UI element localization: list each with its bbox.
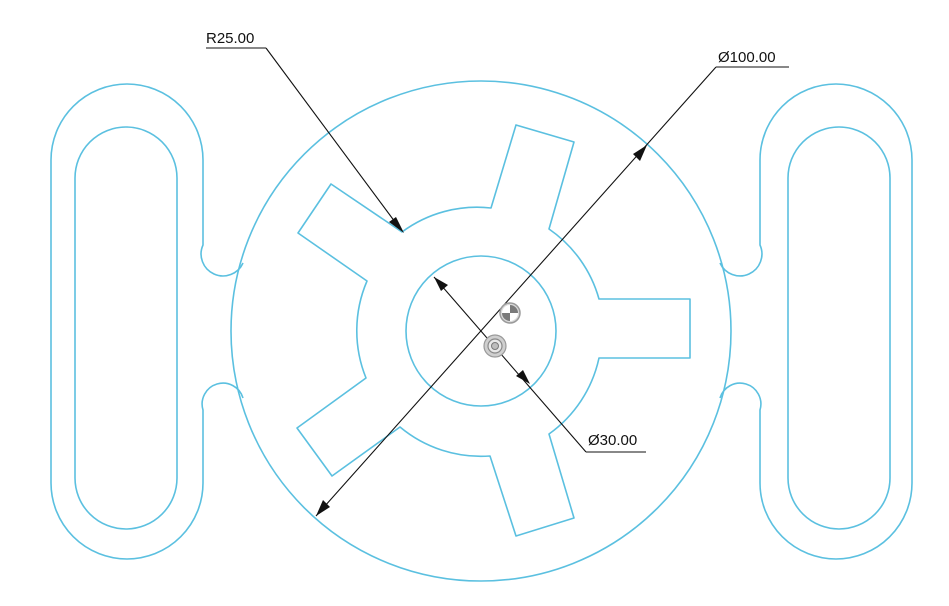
big-diameter-line bbox=[315, 66, 717, 517]
small-diameter-dimension[interactable]: Ø30.00 bbox=[433, 276, 646, 453]
star-cutout[interactable] bbox=[296, 124, 691, 537]
big-diameter-label: Ø100.00 bbox=[718, 49, 776, 66]
radius-leader-line bbox=[265, 47, 399, 227]
right-slot-inner[interactable] bbox=[787, 126, 891, 530]
right-slot-outer-outline[interactable] bbox=[719, 83, 913, 560]
radius-arrowhead bbox=[389, 217, 404, 233]
big-diameter-dimension[interactable]: Ø100.00 bbox=[315, 49, 789, 517]
small-diameter-label: Ø30.00 bbox=[588, 432, 637, 449]
main-circle[interactable] bbox=[230, 80, 732, 582]
small-diameter-line bbox=[433, 276, 587, 453]
left-slot-inner[interactable] bbox=[74, 126, 178, 530]
inner-circle[interactable] bbox=[405, 255, 557, 407]
big-diameter-arrowhead-bottom bbox=[316, 500, 330, 516]
origin-point-icon[interactable] bbox=[499, 302, 521, 324]
small-diameter-arrowhead-top bbox=[434, 277, 448, 291]
big-diameter-arrowhead-top bbox=[633, 145, 647, 161]
radius-label: R25.00 bbox=[206, 30, 254, 47]
center-point-icon[interactable] bbox=[483, 334, 507, 358]
radius-dimension[interactable]: R25.00 bbox=[206, 30, 404, 233]
left-slot-outer-outline[interactable] bbox=[50, 83, 244, 560]
small-diameter-arrowhead-bottom bbox=[516, 370, 530, 384]
